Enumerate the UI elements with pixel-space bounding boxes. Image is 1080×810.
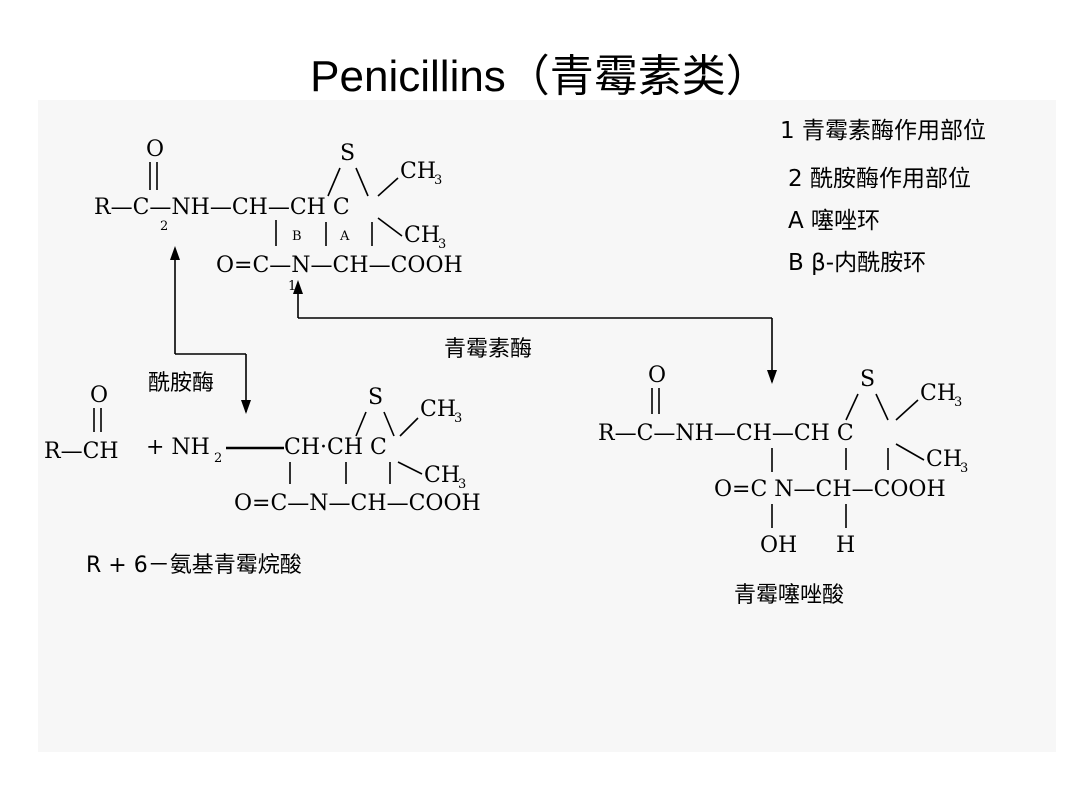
- apa-s-bond-right: [383, 411, 395, 437]
- penicilloic-acid-structure: O R—C—NH—CH—CH C S CH 3 CH 3 O=C N—CH—CO…: [598, 363, 968, 558]
- acid-ch3-top: CH: [920, 381, 956, 406]
- slide-title: Penicillins（青霉素类）: [310, 52, 770, 101]
- acid-ch3-mid: CH: [926, 447, 962, 472]
- reaction-arrows: [170, 246, 777, 414]
- apa-structure: O R—CH + NH 2 S CH 3 CH·CH C CH 3 O=C—N—…: [44, 383, 481, 516]
- apa-sulfur: S: [368, 385, 383, 410]
- penicillin-ring-a-label: A: [339, 229, 350, 244]
- penicillin-ch3-top: CH: [400, 159, 436, 184]
- penicillin-acyl-row: R—C—NH—CH—CH C: [94, 195, 350, 220]
- legend-item-thiazole-ring: A 噻唑环: [788, 208, 880, 234]
- apa-ring-top-row: CH·CH C: [284, 435, 387, 460]
- apa-aldehyde: R—CH: [44, 439, 119, 464]
- apa-s-bond-left: [355, 411, 367, 437]
- acid-ch3-mid-bond: [895, 443, 925, 461]
- penicillin-ch3-mid-sub: 3: [438, 237, 446, 252]
- penicillin-sulfur: S: [340, 141, 355, 166]
- apa-ch3-mid-sub: 3: [458, 477, 466, 492]
- reaction-scheme-diagram: 1 青霉素酶作用部位 2 酰胺酶作用部位 A 噻唑环 B β-内酰胺环 O R—…: [44, 118, 986, 608]
- amidase-arrowhead-down: [241, 400, 251, 414]
- acid-s-bond-right: [875, 393, 889, 421]
- apa-ch3-top: CH: [420, 397, 456, 422]
- product-right-caption: 青霉噻唑酸: [734, 583, 844, 608]
- apa-nh2-sub: 2: [214, 451, 222, 466]
- penicillin-ch3-top-sub: 3: [434, 173, 442, 188]
- penicillin-ch3-top-bond: [377, 177, 399, 197]
- acid-sulfur: S: [860, 367, 875, 392]
- reaction-scheme-panel: 1 青霉素酶作用部位 2 酰胺酶作用部位 A 噻唑环 B β-内酰胺环 O R—…: [38, 100, 1056, 752]
- apa-plus-nh2: + NH: [146, 435, 210, 460]
- penicillin-carbonyl-oxygen: O: [146, 137, 164, 162]
- legend-item-beta-lactam-ring: B β-内酰胺环: [788, 250, 926, 276]
- penicillin-bottom-row: O=C—N—CH—COOH: [216, 253, 463, 278]
- amidase-arrowhead-up: [170, 246, 180, 260]
- penicillinase-label: 青霉素酶: [444, 337, 532, 362]
- penicillin-ch3-mid-bond: [377, 217, 403, 237]
- penicillin-structure: O R—C—NH—CH—CH C 2 S CH 3 CH 3 B A O=C—N…: [94, 137, 463, 294]
- penicillin-ring-b-label: B: [292, 229, 302, 244]
- apa-bottom-row: O=C—N—CH—COOH: [234, 491, 481, 516]
- penicillin-ch3-mid: CH: [404, 223, 440, 248]
- apa-aldehyde-oxygen: O: [90, 383, 108, 408]
- penicillin-site-2-label: 2: [160, 219, 168, 234]
- legend: 1 青霉素酶作用部位 2 酰胺酶作用部位 A 噻唑环 B β-内酰胺环: [780, 118, 986, 276]
- penicillinase-arrowhead-down: [767, 370, 777, 384]
- acid-ch3-top-bond: [895, 399, 919, 421]
- product-left-caption: R + 6－氨基青霉烷酸: [86, 553, 302, 578]
- penicillin-s-bond-left: [327, 167, 341, 197]
- apa-ch3-mid-bond: [397, 461, 423, 475]
- legend-item-amidase-site: 2 酰胺酶作用部位: [788, 166, 971, 192]
- amidase-label: 酰胺酶: [148, 371, 214, 396]
- acid-carbonyl-oxygen: O: [648, 363, 666, 388]
- acid-hydrogen: H: [836, 533, 855, 558]
- apa-ch3-top-bond: [399, 417, 419, 437]
- penicillinase-arrowhead-up: [293, 280, 303, 294]
- acid-s-bond-left: [845, 393, 859, 421]
- penicillin-s-bond-right: [355, 167, 369, 197]
- acid-top-row: R—C—NH—CH—CH C: [598, 421, 854, 446]
- acid-hydroxyl: OH: [760, 533, 797, 558]
- acid-mid-row: O=C N—CH—COOH: [714, 477, 946, 502]
- apa-ch3-mid: CH: [424, 463, 460, 488]
- apa-ch3-top-sub: 3: [454, 411, 462, 426]
- legend-item-penicillinase-site: 1 青霉素酶作用部位: [780, 118, 986, 144]
- acid-ch3-top-sub: 3: [954, 395, 962, 410]
- penicillin-site-1-label: 1: [288, 279, 296, 294]
- acid-ch3-mid-sub: 3: [960, 461, 968, 476]
